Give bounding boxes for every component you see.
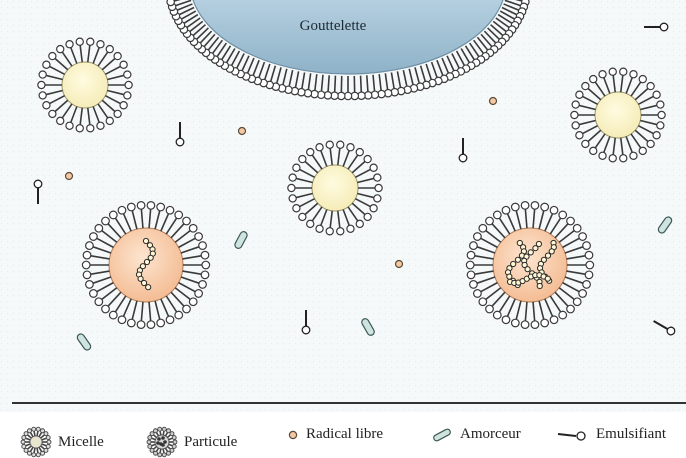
emulsion-polymerization-diagram: Gouttelette bbox=[0, 0, 686, 412]
legend-item-initiator: Amorceur bbox=[430, 426, 521, 443]
legend-label-initiator: Amorceur bbox=[460, 426, 521, 443]
legend-label-radical: Radical libre bbox=[306, 426, 383, 443]
free-radical bbox=[490, 98, 497, 105]
legend-label-emulsifier: Emulsifiant bbox=[596, 426, 666, 443]
free-radical bbox=[396, 261, 403, 268]
legend-item-radical: Radical libre bbox=[286, 426, 383, 443]
initiator-icon bbox=[430, 427, 454, 443]
micelle-icon bbox=[20, 426, 52, 458]
legend-item-micelle: Micelle bbox=[20, 426, 104, 458]
free-radical bbox=[66, 173, 73, 180]
droplet-label: Gouttelette bbox=[300, 18, 367, 34]
legend-label-particle: Particule bbox=[184, 434, 237, 451]
emulsifier-icon bbox=[556, 427, 590, 443]
legend-item-emulsifier: Emulsifiant bbox=[556, 426, 666, 443]
bath-bottom-line bbox=[12, 402, 686, 404]
free-radical bbox=[239, 128, 246, 135]
particle-icon bbox=[146, 426, 178, 458]
legend: Micelle Particule Radical libre Amorceur… bbox=[0, 412, 686, 455]
radical-icon bbox=[286, 428, 300, 442]
legend-item-particle: Particule bbox=[146, 426, 237, 458]
legend-label-micelle: Micelle bbox=[58, 434, 104, 451]
